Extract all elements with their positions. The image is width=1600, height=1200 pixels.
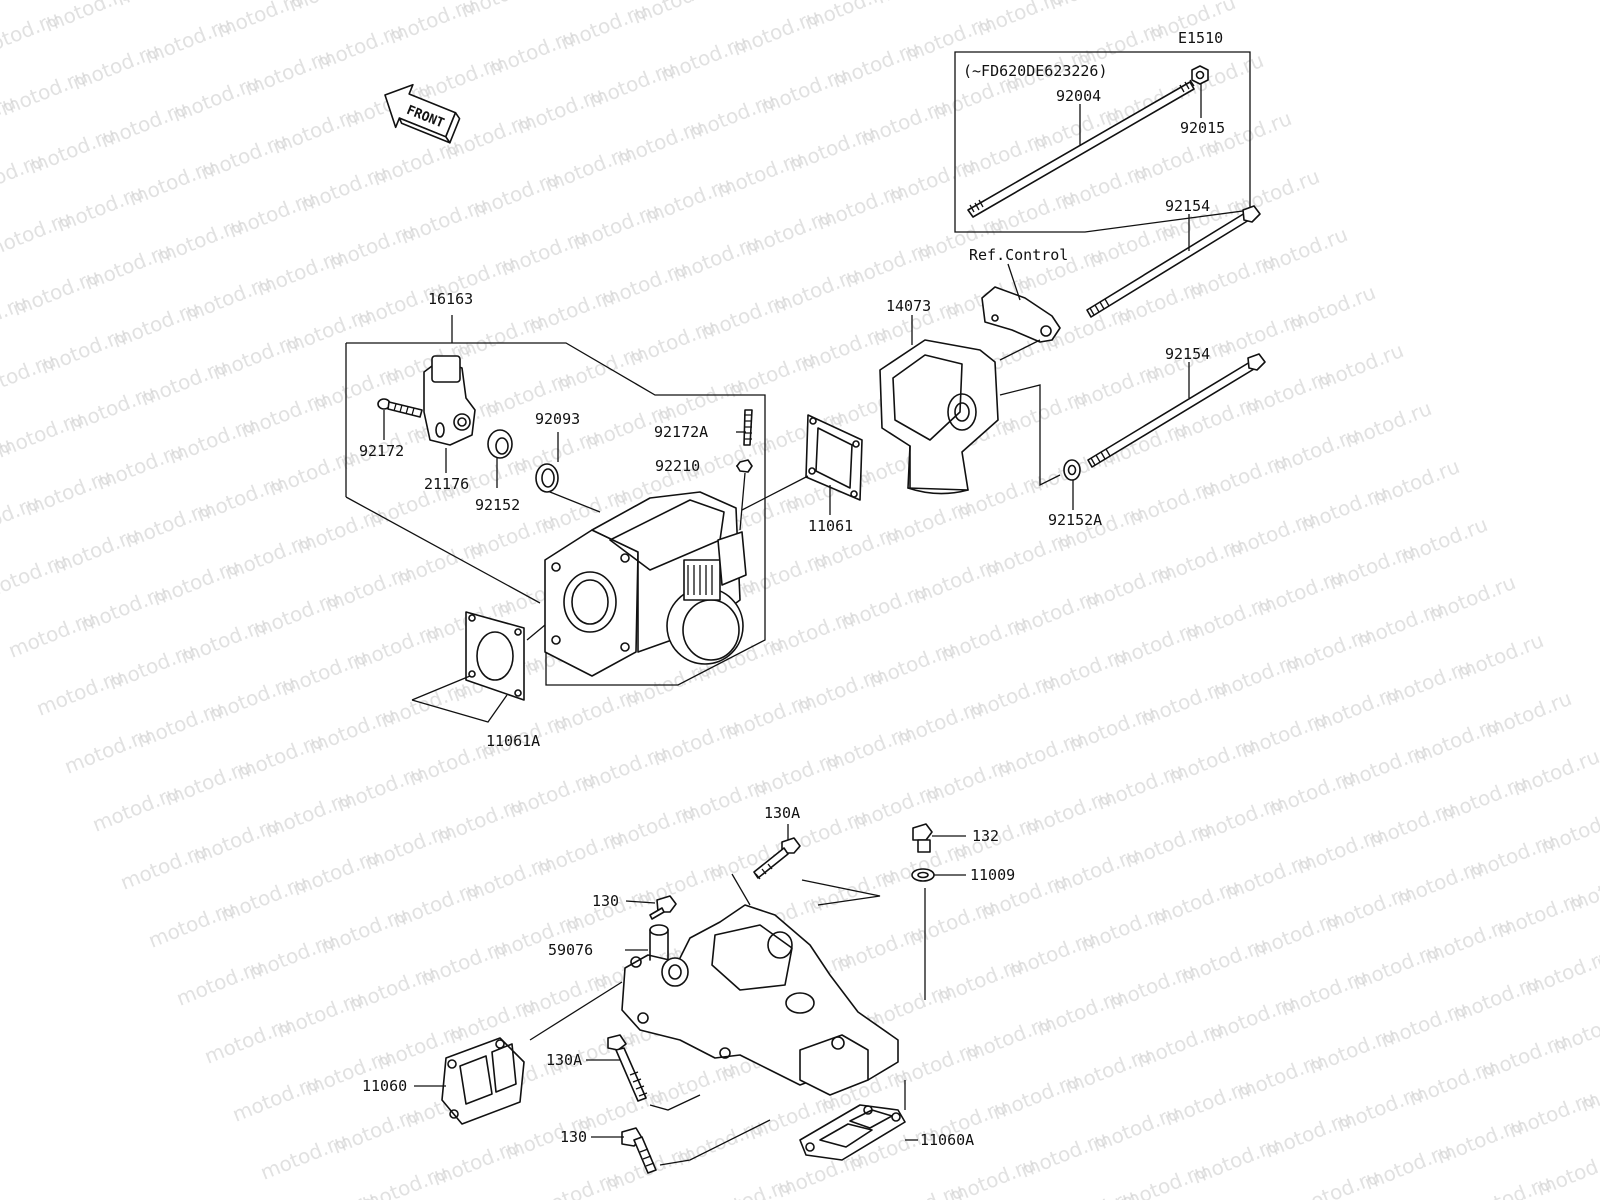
label-92154-upper: 92154 [1165, 197, 1210, 215]
clip-92152: 92152 [475, 429, 520, 514]
label-92015: 92015 [1180, 119, 1225, 137]
watermark-text: motod.ru [1397, 512, 1491, 569]
watermark-text: motod.ru [1425, 570, 1519, 627]
label-21176: 21176 [424, 475, 469, 493]
label-130A-lower: 130A [546, 1051, 582, 1069]
duct-14073: 14073 [879, 297, 1061, 495]
bolt-130-upper: 130 [592, 892, 677, 920]
label-59076: 59076 [548, 941, 593, 959]
label-92004: 92004 [1056, 87, 1101, 105]
bolt-130A-lower: 130A [546, 1034, 701, 1111]
gasket-11061A: 11061A [411, 611, 546, 750]
ref-control-label: Ref.Control [969, 246, 1068, 264]
watermark-text: motod.ru [457, 0, 551, 23]
serial-note: (~FD620DE623226) [963, 62, 1108, 80]
diagram-code: E1510 [1178, 29, 1223, 47]
watermark-text: motod.ru [1285, 280, 1379, 337]
label-92093: 92093 [535, 410, 580, 428]
gasket-11060: 11060 [362, 981, 623, 1125]
watermark-text: motod.ru [1313, 338, 1407, 395]
watermark-text: motod.ru [1257, 222, 1351, 279]
washer-11009: 11009 [801, 866, 1015, 1000]
watermark-text: motod.ru [1045, 0, 1139, 15]
manifold-59076: 59076 [548, 904, 899, 1096]
stud-92004: 92004 [967, 79, 1195, 218]
gasket-11060A: 11060A [799, 1080, 974, 1161]
label-92152: 92152 [475, 496, 520, 514]
bolt-92154-upper: 92154 [1086, 197, 1261, 318]
bolt-132: 132 [912, 823, 999, 853]
label-92154-lower: 92154 [1165, 345, 1210, 363]
label-92172: 92172 [359, 442, 404, 460]
front-arrow-icon: FRONT [384, 83, 461, 144]
nut-92015: 92015 [1180, 65, 1225, 137]
watermark-text: motod.ru [113, 0, 207, 11]
label-14073: 14073 [886, 297, 931, 315]
watermark-text: motod.ru [1509, 744, 1600, 801]
washer-92152A: 92152A [1048, 459, 1102, 529]
throttle-assembly-frame: 16163 [345, 290, 766, 686]
kit-frame: E1510 (~FD620DE623226) [954, 29, 1251, 233]
stud-92172A: 92172A [654, 409, 753, 446]
gasket-11061: 11061 [741, 414, 863, 535]
label-92210: 92210 [655, 457, 700, 475]
label-16163: 16163 [428, 290, 473, 308]
oring-92093: 92093 [535, 410, 580, 493]
screw-92172: 92172 [359, 398, 423, 460]
label-11009: 11009 [970, 866, 1015, 884]
nut-92210: 92210 [655, 457, 753, 531]
label-11060A: 11060A [920, 1131, 974, 1149]
label-11061: 11061 [808, 517, 853, 535]
watermark-text: motod.ru [701, 0, 795, 3]
control-bracket: Ref.Control [969, 246, 1068, 343]
watermark-text: motod.ru [1369, 454, 1463, 511]
bolt-92154-lower: 92154 [1087, 345, 1266, 468]
label-130-upper: 130 [592, 892, 619, 910]
label-92152A: 92152A [1048, 511, 1102, 529]
label-130-lower: 130 [560, 1128, 587, 1146]
label-130A-upper: 130A [764, 804, 800, 822]
watermark-text: motod.ru [285, 0, 379, 17]
watermark-text: motod.ru [629, 0, 723, 29]
sensor-21176: 21176 [423, 355, 476, 493]
bolt-130-lower: 130 [560, 1119, 771, 1174]
label-11061A: 11061A [486, 732, 540, 750]
watermark-text: motod.ru [1453, 628, 1547, 685]
bolt-130A-upper: 130A [731, 804, 801, 906]
label-11060: 11060 [362, 1077, 407, 1095]
throttle-body-16163 [544, 489, 747, 677]
watermark-text: motod.ru [873, 0, 967, 9]
watermark-text: motod.ru [1173, 48, 1267, 105]
label-92172A: 92172A [654, 423, 708, 441]
label-132: 132 [972, 827, 999, 845]
watermark-text: motod.ru [1481, 686, 1575, 743]
watermark-text: motod.ru [1341, 396, 1435, 453]
